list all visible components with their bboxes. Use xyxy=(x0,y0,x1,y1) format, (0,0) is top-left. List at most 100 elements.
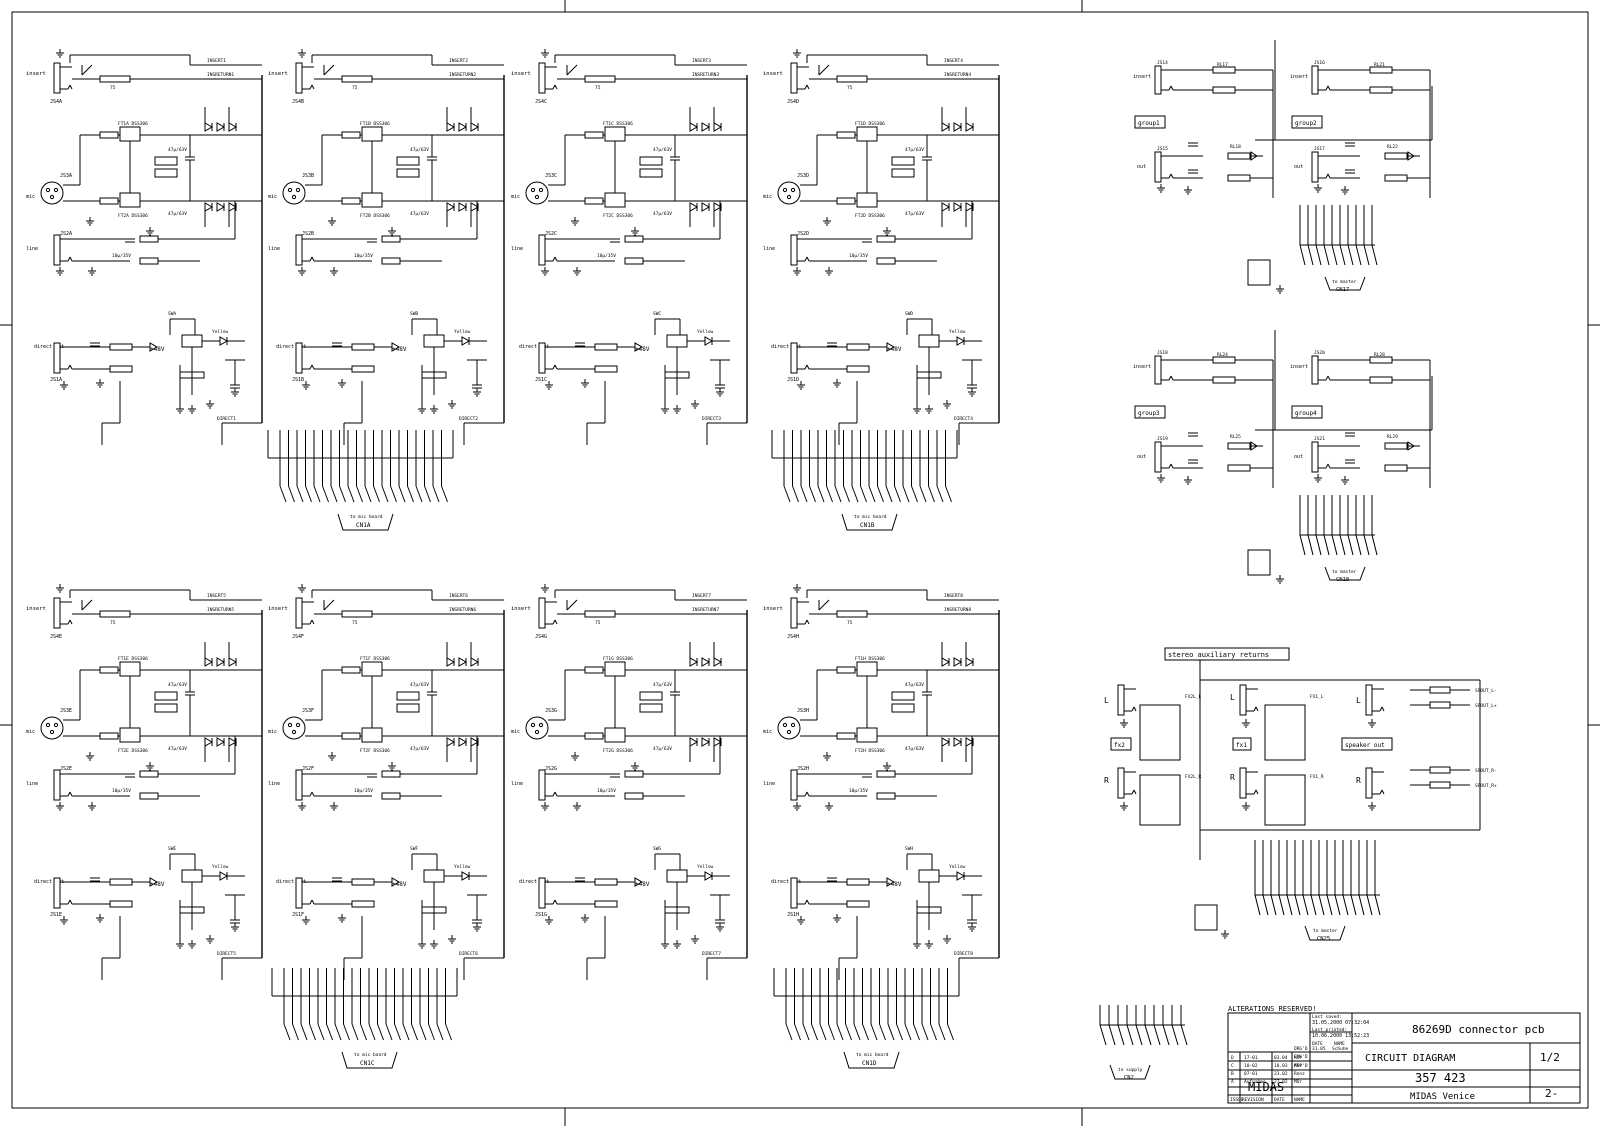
trim-block-1 xyxy=(639,156,663,166)
aux-connector-caption: to master xyxy=(1313,928,1338,934)
speaker-out-box xyxy=(1341,737,1393,751)
transistor-top xyxy=(361,661,383,677)
mic-jack-ref: JS3E xyxy=(60,708,72,714)
transistor-bottom xyxy=(361,192,383,208)
line-jack-ref: JS2D xyxy=(797,231,809,237)
group-connector-id: CN18 xyxy=(1336,577,1349,583)
group-insert-label: insert xyxy=(1290,74,1308,80)
line-cap-value: 10µ/35V xyxy=(849,788,868,794)
diode xyxy=(953,202,963,212)
direct-out-label: direct out xyxy=(276,344,306,350)
line-jack-ref: JS2G xyxy=(545,766,557,772)
connector-shroud xyxy=(841,513,898,531)
resistor xyxy=(433,371,447,379)
last-saved-label: Last saved: xyxy=(1312,1014,1342,1020)
xlr-connector xyxy=(40,716,64,740)
group-out-jack xyxy=(1311,151,1331,183)
switch-contacts xyxy=(666,334,688,348)
output-driver xyxy=(886,877,896,887)
mic-label: mic xyxy=(26,194,35,200)
group-connector-shroud xyxy=(1324,276,1366,291)
diode xyxy=(204,202,214,212)
rev-date: 27.02 xyxy=(1274,1079,1288,1085)
group-out-jack xyxy=(1154,151,1174,183)
channel-strip-c: insertJS4C75INSERT3INSRETURN3micJS3CFT1C… xyxy=(511,49,748,445)
direct-jack xyxy=(53,877,73,909)
rev-issue: B xyxy=(1231,1071,1234,1077)
diode xyxy=(228,657,238,667)
connector-caption: to mic board xyxy=(854,514,887,520)
group-regulator xyxy=(1247,259,1271,286)
diode xyxy=(204,657,214,667)
rev-date: 23.02 xyxy=(1274,1071,1288,1077)
resistor-value: 75 xyxy=(847,620,853,626)
group-label-box xyxy=(1134,405,1166,419)
mic-label: mic xyxy=(26,729,35,735)
rev-issue: D xyxy=(1231,1055,1234,1061)
line-jack xyxy=(295,769,315,801)
resistor xyxy=(584,131,604,139)
speaker-out-label: speaker out xyxy=(1345,742,1385,749)
insert-jack xyxy=(538,597,558,629)
switch-ref: SWE xyxy=(168,846,176,852)
resistor xyxy=(928,906,942,914)
switch-ref: SWG xyxy=(653,846,661,852)
mic-jack-ref: JS3A xyxy=(60,173,72,179)
mic-label: mic xyxy=(763,729,772,735)
board-name: 86269D connector pcb xyxy=(1412,1023,1544,1036)
resistor-value: 75 xyxy=(110,85,116,91)
resistor xyxy=(381,770,401,778)
line-jack xyxy=(53,234,73,266)
resistor xyxy=(594,878,618,886)
resistor xyxy=(99,732,119,740)
resistor xyxy=(99,610,131,618)
resistor xyxy=(1429,701,1451,709)
trim-block-2 xyxy=(891,168,915,178)
name-header: NAME xyxy=(1334,1041,1345,1047)
resistor xyxy=(594,900,618,908)
transistor-bottom-ref: FT2A DSS306 xyxy=(118,213,148,219)
trim-block-2 xyxy=(639,168,663,178)
line-jack-ref: JS2F xyxy=(302,766,314,772)
group-insert-jack-ref: JS14 xyxy=(1157,60,1168,66)
resistor xyxy=(191,906,205,914)
insert-net: INSERT5 xyxy=(207,593,226,599)
group-insert-label: insert xyxy=(1133,364,1151,370)
diode xyxy=(216,737,226,747)
group-connector-caption: to master xyxy=(1332,279,1357,285)
insert-net: INSERT8 xyxy=(944,593,963,599)
led-label: Yellow xyxy=(697,864,714,870)
resistor xyxy=(109,365,133,373)
line-cap-value: 10µ/35V xyxy=(597,788,616,794)
company-name: MIDAS Venice xyxy=(1410,1092,1475,1102)
trim-block-1 xyxy=(891,156,915,166)
switch-contacts xyxy=(918,869,940,883)
group-out-jack-ref: JS17 xyxy=(1314,146,1325,152)
rev-issue: C xyxy=(1231,1063,1234,1069)
mic-label: mic xyxy=(511,194,520,200)
group-res-b: RL25 xyxy=(1230,434,1241,440)
direct-jack-ref: JS1C xyxy=(535,377,547,383)
direct-net: DIRECT7 xyxy=(702,951,721,957)
direct-jack xyxy=(538,342,558,374)
direct-out-label: direct out xyxy=(771,344,801,350)
electrolytic-cap-value: 47µ/63V xyxy=(905,682,924,688)
output-driver xyxy=(391,342,401,352)
group-out-jack xyxy=(1154,441,1174,473)
electrolytic-cap-value-2: 47µ/63V xyxy=(410,746,429,752)
insert-jack xyxy=(53,597,73,629)
diode xyxy=(965,202,975,212)
transistor-top xyxy=(856,661,878,677)
group-res-a: RL17 xyxy=(1217,62,1228,68)
group-res-b: RL18 xyxy=(1230,144,1241,150)
resistor xyxy=(341,666,361,674)
diode xyxy=(713,657,723,667)
resistor xyxy=(99,197,119,205)
transistor-bottom xyxy=(856,727,878,743)
spout-r-plus: SPOUT_R+ xyxy=(1475,783,1497,789)
group-label-box xyxy=(1291,115,1323,129)
line-jack xyxy=(53,769,73,801)
fx1-r-net: FX1_R xyxy=(1310,774,1324,780)
